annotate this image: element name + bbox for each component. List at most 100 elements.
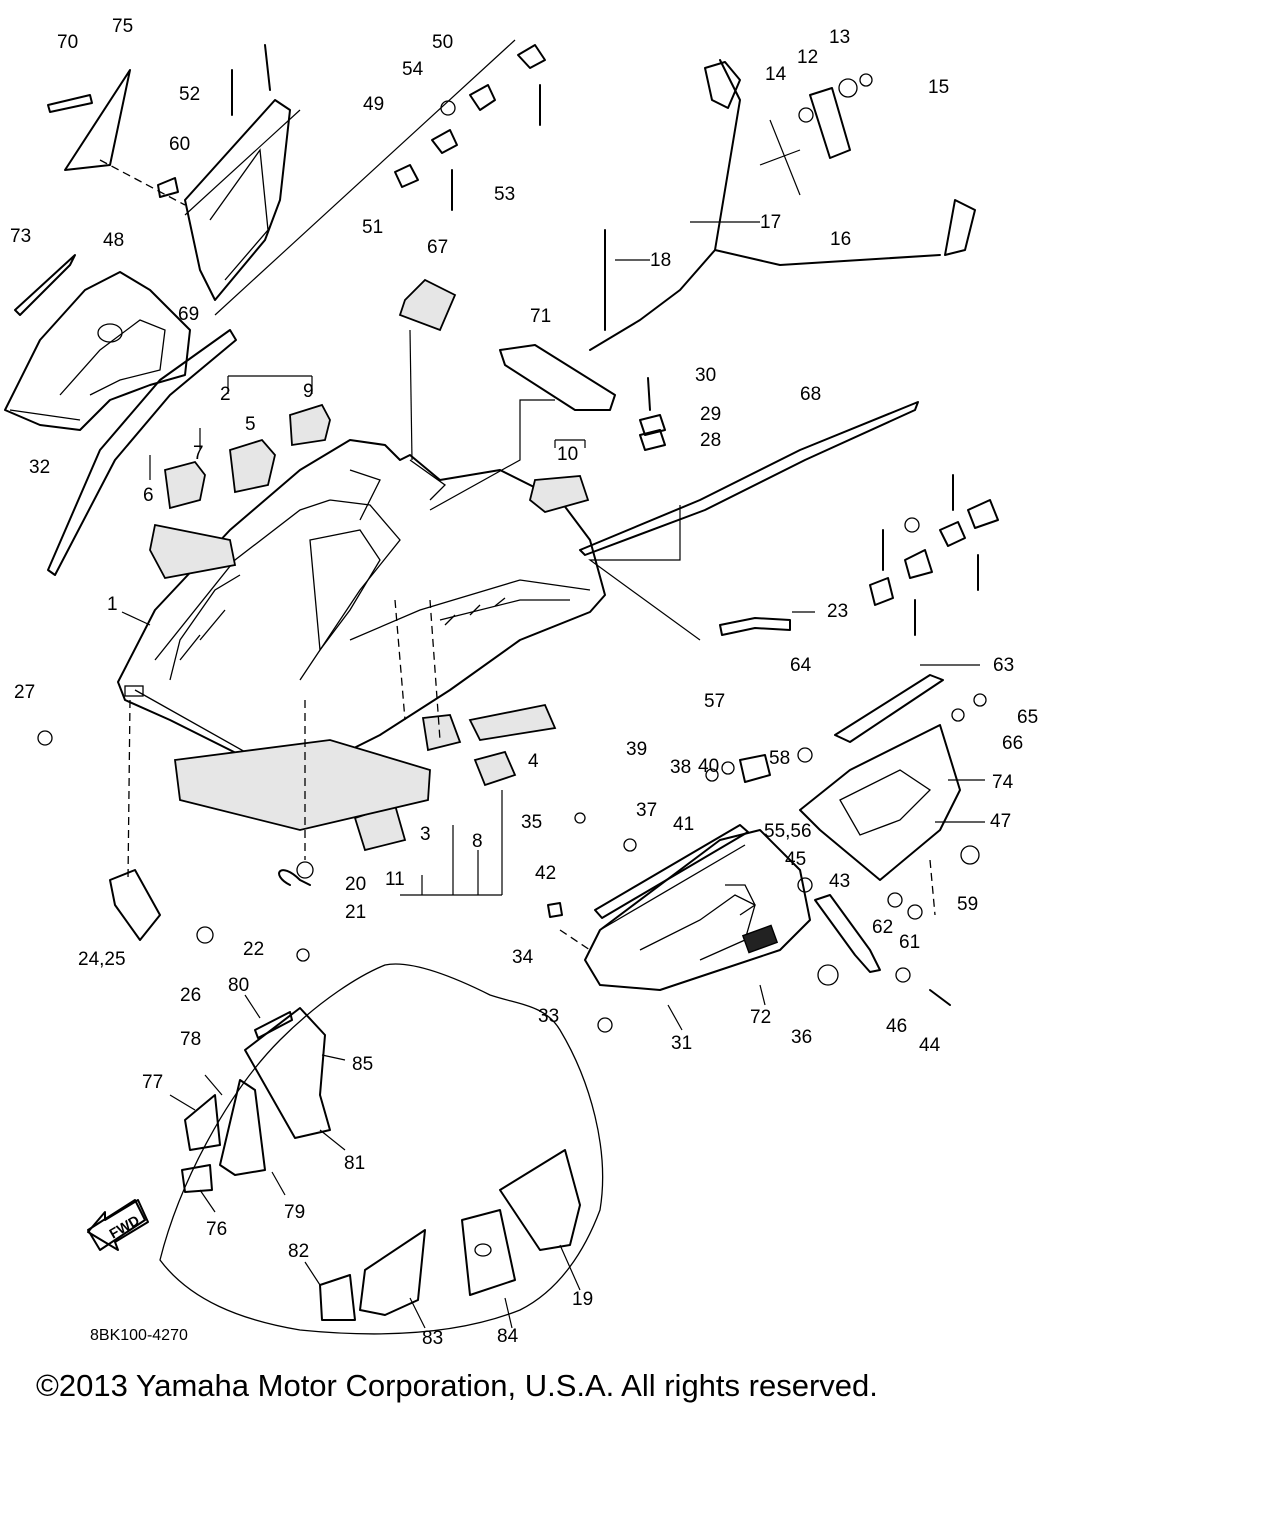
- callout-label: 72: [750, 1007, 771, 1028]
- callout-label: 26: [180, 985, 201, 1006]
- callout-label: 37: [636, 800, 657, 821]
- strip-41: [594, 824, 749, 919]
- callout-label: 13: [829, 27, 850, 48]
- callout-label: 27: [14, 682, 35, 703]
- callout-label: 64: [790, 655, 812, 676]
- callout-label: 21: [345, 902, 366, 923]
- callout-label: 84: [497, 1326, 519, 1347]
- callout-label: 66: [1002, 733, 1023, 754]
- callout-label: 18: [650, 250, 671, 271]
- callout-label: 6: [143, 485, 154, 506]
- callout-label: 54: [402, 59, 424, 80]
- lower-body-outline: [87, 963, 604, 1335]
- callout-label: 10: [557, 444, 578, 465]
- callout-label: 78: [180, 1029, 201, 1050]
- callout-label: 20: [345, 874, 366, 895]
- callout-label: 81: [344, 1153, 365, 1174]
- callout-label: 55,56: [764, 821, 812, 842]
- callout-label: 79: [284, 1202, 305, 1223]
- callout-label: 75: [112, 16, 133, 37]
- leader-lines: [121, 221, 985, 1329]
- decal-69: [47, 329, 237, 576]
- callout-label: 70: [57, 32, 78, 53]
- strip-43: [814, 894, 881, 973]
- callout-label: 16: [830, 229, 851, 250]
- decal-70-left: [47, 94, 93, 113]
- lower-cowl-31: [584, 829, 811, 991]
- cable-assembly: [589, 59, 976, 351]
- left-side-panel: [4, 271, 191, 431]
- decal-75: [64, 69, 131, 171]
- callout-label: 7: [193, 443, 204, 464]
- callout-label: 35: [521, 812, 542, 833]
- callout-label: 19: [572, 1289, 593, 1310]
- callout-label: 59: [957, 894, 978, 915]
- callout-label: 49: [363, 94, 384, 115]
- callout-label: 51: [362, 217, 383, 238]
- callout-label: 60: [169, 134, 190, 155]
- callout-label: 33: [538, 1006, 559, 1027]
- callout-label: 40: [698, 756, 719, 777]
- callout-label: 12: [797, 47, 818, 68]
- panel-48: [99, 99, 291, 301]
- right-bracket-set: [869, 474, 999, 636]
- callout-label: 5: [245, 414, 256, 435]
- callout-label: 46: [886, 1016, 907, 1037]
- foam-pads: [149, 403, 590, 852]
- callout-label: 29: [700, 404, 721, 425]
- callout-label: 74: [992, 772, 1014, 793]
- callout-label: 22: [243, 939, 264, 960]
- callout-label: 71: [530, 306, 551, 327]
- callout-label: 44: [919, 1035, 941, 1056]
- callout-label: 52: [179, 84, 200, 105]
- callout-label: 15: [928, 77, 949, 98]
- strip-73: [14, 254, 76, 316]
- callout-labels: 1 2 3 4 5 6 7 8 9 10 11 12 13 14 15 16 1…: [10, 16, 1038, 1349]
- drawing-number: 8BK100-4270: [90, 1327, 188, 1344]
- side-panel-74: [799, 724, 961, 881]
- callout-label: 23: [827, 601, 848, 622]
- callout-label: 43: [829, 871, 850, 892]
- copyright-notice: ©2013 Yamaha Motor Corporation, U.S.A. A…: [36, 1368, 878, 1403]
- pad-67: [398, 278, 457, 332]
- callout-label: 85: [352, 1054, 373, 1075]
- upper-bracket-set: [214, 39, 546, 316]
- callout-label: 67: [427, 237, 448, 258]
- callout-label: 65: [1017, 707, 1038, 728]
- callout-label: 39: [626, 739, 647, 760]
- callout-label: 17: [760, 212, 781, 233]
- clip-60: [157, 177, 179, 198]
- callout-label: 36: [791, 1027, 812, 1048]
- callout-label: 2: [220, 384, 231, 405]
- exploded-parts-diagram: FWD 1 2 3 4 5 6 7 8 9 10 11 12 13 14 15 …: [4, 16, 1038, 1349]
- callout-label: 11: [385, 869, 405, 890]
- assembly-lines: [127, 109, 936, 951]
- strip-68: [579, 401, 919, 556]
- callout-label: 31: [671, 1033, 692, 1054]
- callout-label: 58: [769, 748, 790, 769]
- callout-label: 53: [494, 184, 515, 205]
- callout-label: 69: [178, 304, 199, 325]
- callout-label: 62: [872, 917, 893, 938]
- callout-label: 76: [206, 1219, 227, 1240]
- callout-label: 50: [432, 32, 453, 53]
- callout-label: 32: [29, 457, 50, 478]
- fastener-28-30: [639, 377, 666, 451]
- callout-label: 80: [228, 975, 249, 996]
- callout-label: 41: [673, 814, 694, 835]
- callout-label: 3: [420, 824, 431, 845]
- callout-label: 57: [704, 691, 725, 712]
- callout-label: 83: [422, 1328, 443, 1349]
- callout-label: 9: [303, 381, 314, 402]
- callout-label: 45: [785, 849, 806, 870]
- callout-label: 42: [535, 863, 556, 884]
- callout-label: 34: [512, 947, 534, 968]
- callout-label: 47: [990, 811, 1011, 832]
- callout-label: 82: [288, 1241, 309, 1262]
- callout-label: 30: [695, 365, 716, 386]
- callout-label: 61: [899, 932, 920, 953]
- callout-label: 77: [142, 1072, 163, 1093]
- gasket-71: [499, 344, 616, 411]
- callout-label: 63: [993, 655, 1014, 676]
- callout-label: 24,25: [78, 949, 126, 970]
